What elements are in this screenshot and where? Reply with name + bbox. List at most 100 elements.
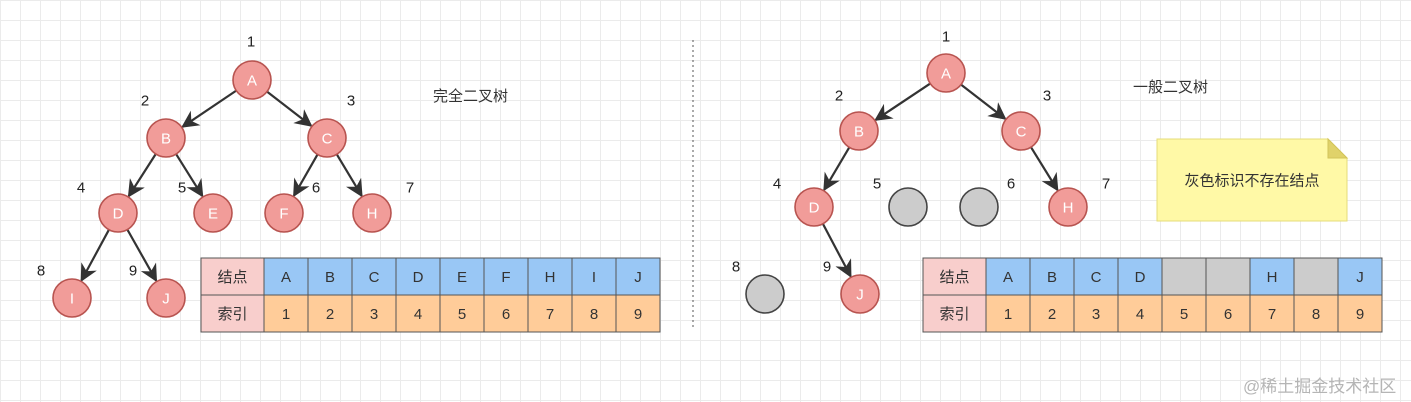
left-index-label-9: 9: [129, 263, 137, 280]
left-table-index-cell-2: [307, 294, 353, 333]
right-table-index-value-5: 5: [1180, 306, 1188, 323]
left-node-label-I: I: [70, 291, 74, 308]
left-table-node-value-6: F: [501, 269, 510, 286]
left-node-label-A: A: [247, 73, 257, 90]
right-node-label-H: H: [1063, 200, 1074, 217]
left-table-index-cell-8: [571, 294, 617, 333]
left-table-index-value-4: 4: [414, 306, 422, 323]
right-node-J: [840, 274, 880, 314]
right-node-A: [926, 53, 966, 93]
right-index-label-5: 5: [873, 176, 881, 193]
left-node-label-F: F: [279, 206, 288, 223]
left-table-index-cell-9: [615, 294, 661, 333]
left-table-index-cell-6: [483, 294, 529, 333]
left-edge-C-F: [292, 153, 319, 198]
right-index-label-9: 9: [823, 259, 831, 276]
right-table-index-value-7: 7: [1268, 306, 1276, 323]
left-node-A: [232, 60, 272, 100]
left-table-index-value-6: 6: [502, 306, 510, 323]
left-table-node-cell-1: [263, 257, 309, 296]
right-index-label-3: 3: [1043, 88, 1051, 105]
left-table-index-header: 索引: [217, 306, 247, 323]
left-edge-B-E: [175, 153, 204, 198]
left-table-index-value-8: 8: [590, 306, 598, 323]
right-table-index-value-4: 4: [1136, 306, 1144, 323]
left-index-label-8: 8: [37, 263, 45, 280]
right-node-empty-5: [888, 187, 928, 227]
left-node-label-E: E: [208, 206, 218, 223]
left-edge-C-H: [335, 153, 363, 198]
left-table-node-value-9: J: [634, 269, 642, 286]
left-node-label-B: B: [161, 131, 171, 148]
left-table-node-cell-7: [527, 257, 573, 296]
right-table-node-value-2: B: [1047, 269, 1057, 286]
right-edge-A-B: [874, 82, 931, 121]
right-table-index-cell-4: [1117, 294, 1163, 333]
left-table-node-header: 结点: [217, 269, 247, 286]
right-table-node-cell-5: [1161, 257, 1207, 296]
right-table-index-value-1: 1: [1004, 306, 1012, 323]
left-edge-B-D: [127, 153, 157, 198]
sticky-note: 灰色标识不存在结点: [1156, 137, 1349, 222]
left-edge-D-I: [80, 229, 110, 282]
left-node-H: [352, 193, 392, 233]
right-table-node-cell-3: [1073, 257, 1119, 296]
right-index-label-7: 7: [1102, 176, 1110, 193]
right-index-label-4: 4: [773, 176, 781, 193]
left-table-index-value-1: 1: [282, 306, 290, 323]
left-node-label-H: H: [367, 206, 378, 223]
left-table-index-value-2: 2: [326, 306, 334, 323]
right-table-index-cell-9: [1337, 294, 1383, 333]
left-table-index-value-7: 7: [546, 306, 554, 323]
left-index-label-6: 6: [312, 180, 320, 197]
left-node-B: [146, 118, 186, 158]
left-table-node-value-3: C: [369, 269, 380, 286]
left-node-C: [307, 118, 347, 158]
left-table-node-value-5: E: [457, 269, 467, 286]
left-node-label-J: J: [162, 291, 170, 308]
right-table-index-value-3: 3: [1092, 306, 1100, 323]
left-node-E: [193, 193, 233, 233]
left-edge-A-B: [181, 89, 237, 128]
left-node-D: [98, 193, 138, 233]
right-node-H: [1048, 187, 1088, 227]
right-table-index-value-6: 6: [1224, 306, 1232, 323]
right-index-label-2: 2: [835, 88, 843, 105]
right-table-node-cell-1: [985, 257, 1031, 296]
right-node-label-J: J: [856, 287, 864, 304]
watermark: @稀土掘金技术社区: [1243, 377, 1396, 396]
right-edge-B-D: [823, 146, 851, 192]
right-table-node-cell-4: [1117, 257, 1163, 296]
right-table-node-cell-7: [1249, 257, 1295, 296]
left-table-index-cell-7: [527, 294, 573, 333]
right-table-index-cell-6: [1205, 294, 1251, 333]
right-node-C: [1001, 111, 1041, 151]
right-edge-A-C: [960, 83, 1007, 120]
right-index-label-6: 6: [1007, 176, 1015, 193]
right-table-index-value-9: 9: [1356, 306, 1364, 323]
right-table-node-cell-6: [1205, 257, 1251, 296]
left-node-F: [264, 193, 304, 233]
left-table-index-value-3: 3: [370, 306, 378, 323]
right-table-index-value-8: 8: [1312, 306, 1320, 323]
left-table-index-value-5: 5: [458, 306, 466, 323]
right-node-label-B: B: [854, 124, 864, 141]
left-table-node-value-4: D: [413, 269, 424, 286]
right-table-index-value-2: 2: [1048, 306, 1056, 323]
left-title: 完全二叉树: [433, 87, 508, 105]
left-table-node-value-2: B: [325, 269, 335, 286]
left-table-node-value-1: A: [281, 269, 291, 286]
right-table-index-cell-8: [1293, 294, 1339, 333]
left-table-node-value-8: I: [592, 269, 596, 286]
right-node-D: [794, 187, 834, 227]
right-edge-D-J: [821, 223, 852, 278]
left-edge-D-J: [126, 229, 158, 283]
right-edge-C-H: [1030, 146, 1059, 192]
right-table-node-value-7: H: [1267, 269, 1278, 286]
left-table-index-header-cell: [200, 294, 265, 333]
right-table-node-value-1: A: [1003, 269, 1013, 286]
